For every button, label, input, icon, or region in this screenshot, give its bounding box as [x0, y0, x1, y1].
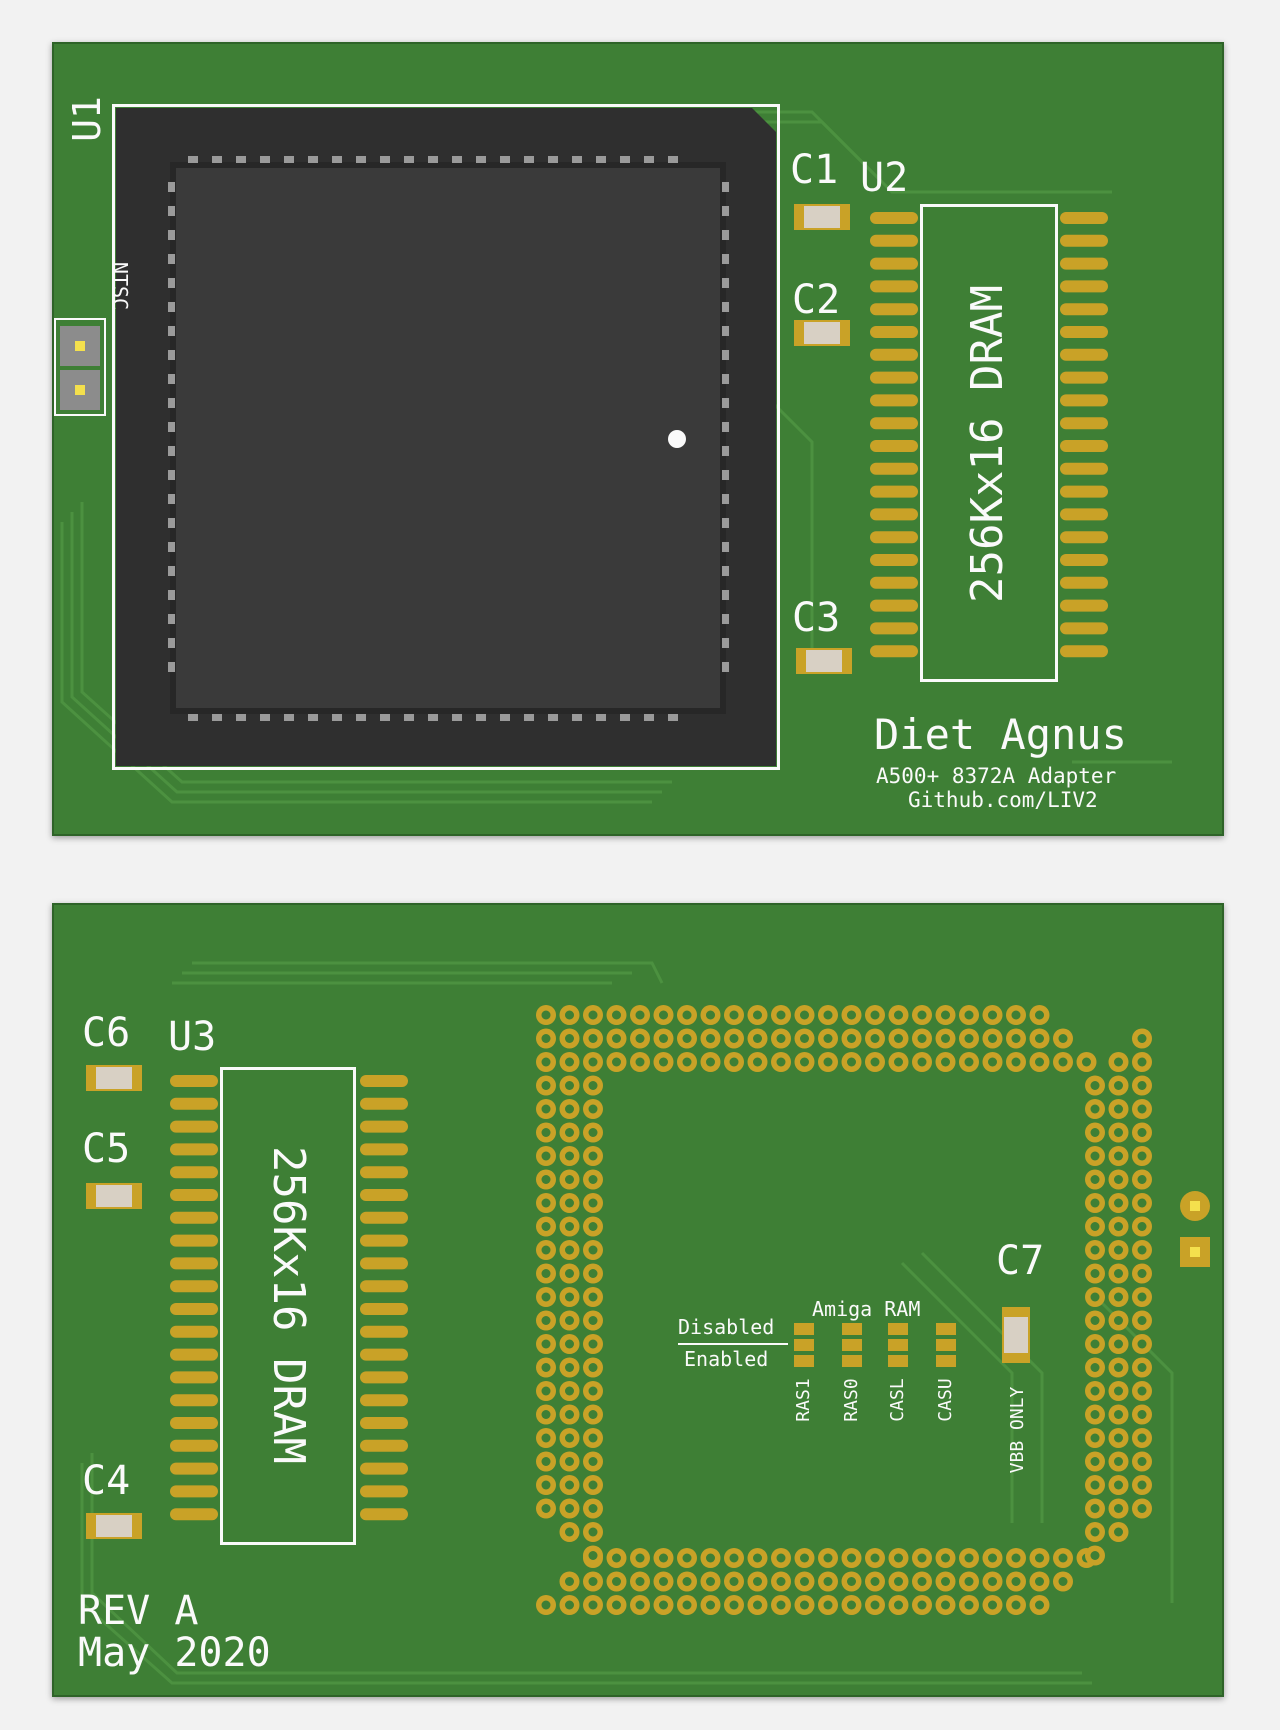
u2-ref-label: U2 [860, 155, 909, 201]
c3-ref-label: C3 [792, 595, 841, 641]
jumper-casl-label: CASL [887, 1378, 908, 1422]
disabled-enabled-divider [678, 1343, 788, 1345]
u2-dram-label: 256Kx16 DRAM [962, 285, 1013, 603]
u3-pads [170, 1075, 408, 1521]
u1-outline [112, 104, 780, 770]
u1-chip-body [176, 168, 720, 708]
u3-ref-label: U3 [168, 1014, 217, 1060]
c5-ref-label: C5 [82, 1126, 131, 1172]
capacitor-c4 [86, 1513, 142, 1539]
capacitor-c1 [794, 204, 850, 230]
capacitor-c2 [794, 320, 850, 346]
u3-outline [220, 1067, 356, 1545]
enabled-label: Enabled [684, 1347, 769, 1371]
pcb-bottom-view: C6 C5 C4 U3 256Kx16 DRAM Amiga RAM Disab… [52, 903, 1224, 1697]
c7-ref-label: C7 [996, 1238, 1045, 1284]
c1-ref-label: C1 [790, 147, 839, 193]
jumper-ras1-label: RAS1 [793, 1378, 814, 1422]
u1-pins [168, 156, 729, 721]
ram-jumper-pads [794, 1323, 956, 1367]
header-pin-square [1180, 1237, 1210, 1267]
board-title: Diet Agnus [874, 710, 1127, 759]
capacitor-c5 [86, 1183, 142, 1209]
u2-pads [870, 212, 1108, 658]
capacitor-c6 [86, 1065, 142, 1091]
capacitor-c3 [796, 648, 852, 674]
revision-label: REV A [78, 1588, 199, 1634]
header-pin-round [1180, 1191, 1210, 1221]
board-url: Github.com/LIV2 [908, 788, 1098, 812]
ntsc-jumper [54, 318, 106, 416]
jumper-ras0-label: RAS0 [841, 1378, 862, 1422]
date-label: May 2020 [78, 1630, 271, 1676]
vbb-only-label: VBB ONLY [1007, 1386, 1028, 1474]
u2-outline [920, 204, 1058, 682]
c4-ref-label: C4 [82, 1458, 131, 1504]
pin1-dot [668, 430, 686, 448]
amiga-ram-label: Amiga RAM [812, 1297, 921, 1321]
board-subtitle: A500+ 8372A Adapter [876, 764, 1117, 788]
pcb-top-view: U1 NTSC C1 C2 C3 U2 256Kx16 DRAM Diet Ag… [52, 42, 1224, 836]
pga-socket-pins [536, 1005, 1152, 1615]
jumper-casu-label: CASU [935, 1378, 956, 1422]
c6-ref-label: C6 [82, 1010, 131, 1056]
capacitor-c7 [1002, 1307, 1030, 1363]
c2-ref-label: C2 [792, 277, 841, 323]
disabled-label: Disabled [678, 1315, 775, 1339]
